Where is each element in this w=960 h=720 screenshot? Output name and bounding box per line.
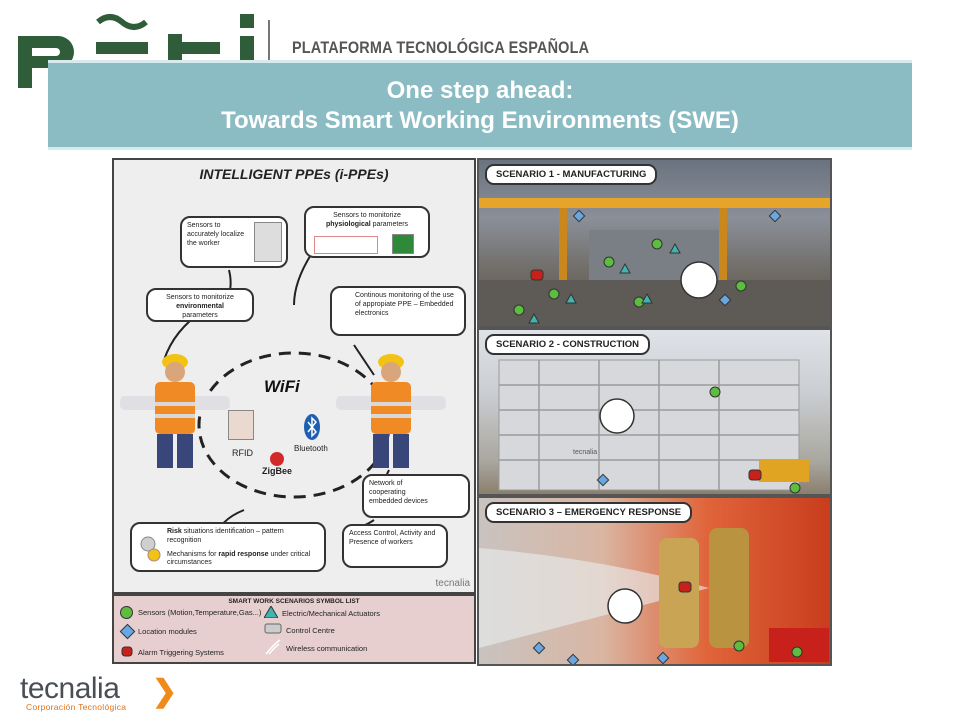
callout-access-text: Access Control, Activity and Presence of…: [349, 530, 436, 546]
panel-title: INTELLIGENT PPEs (i-PPEs): [199, 166, 389, 182]
rfid-label: RFID: [232, 448, 253, 458]
title-band: One step ahead: Towards Smart Working En…: [48, 60, 912, 150]
chip-thumbnail: [392, 234, 414, 254]
zigbee-icon: [270, 452, 284, 466]
legend-wireless: Wireless communication: [286, 644, 368, 653]
legend-location: Location modules: [138, 627, 197, 636]
callout-access-control: Access Control, Activity and Presence of…: [342, 524, 448, 568]
alarm-symbol-icon: [121, 646, 133, 657]
slide-title-line-2: Towards Smart Working Environments (SWE): [221, 107, 739, 134]
panel-brand: tecnalia: [435, 578, 470, 589]
callout-physio-pre: Sensors to monitorize: [333, 212, 401, 219]
callout-env-bold: environmental: [176, 302, 224, 310]
callout-mech-post: under critical circumstances: [167, 550, 311, 567]
logo-text: PLATAFORMA TECNOLÓGICA ESPAÑOLA: [292, 38, 590, 57]
gear-icon: [140, 536, 161, 562]
scenario-2-brand: tecnalia: [573, 449, 597, 456]
factory-scene: [479, 198, 830, 326]
control-centre-icon: [264, 623, 282, 634]
callout-env-post: parameters: [182, 311, 218, 319]
callout-network: Network of cooperating embedded devices: [362, 474, 470, 518]
legend-control: Control Centre: [286, 626, 335, 635]
intelligent-ppe-panel: INTELLIGENT PPEs (i-PPEs): [112, 158, 476, 594]
callout-localize: Sensors to accurately localize the worke…: [180, 216, 288, 268]
callout-env-pre: Sensors to monitorize: [166, 294, 234, 301]
callout-ppe-monitoring: Continous monitoring of the use of appro…: [330, 286, 466, 336]
callout-risk: Risk situations identification – pattern…: [130, 522, 326, 572]
worker-left-figure: [120, 354, 230, 468]
callout-risk-rest: situations identification – pattern reco…: [167, 528, 284, 544]
scenario-1-label: SCENARIO 1 - MANUFACTURING: [485, 164, 658, 185]
scenario-manufacturing-image: SCENARIO 1 - MANUFACTURING: [477, 158, 832, 328]
legend-actuators: Electric/Mechanical Actuators: [282, 609, 380, 618]
wifi-logo: WiFi: [264, 377, 300, 396]
bluetooth-label: Bluetooth: [294, 444, 328, 453]
callout-ppe-text: Continous monitoring of the use of appro…: [355, 292, 454, 317]
wireless-symbol-icon: [265, 639, 281, 655]
callout-physio-bold: physiological: [325, 220, 371, 228]
worker-right-figure: [336, 354, 446, 468]
tecnalia-logo: tecnalia: [20, 672, 120, 705]
bluetooth-icon: [304, 414, 320, 440]
legend-title: SMART WORK SCENARIOS SYMBOL LIST: [228, 598, 360, 605]
scenario-2-label: SCENARIO 2 - CONSTRUCTION: [485, 334, 651, 355]
tecnalia-tagline: Corporación Tecnológica: [26, 702, 127, 712]
emergency-scene: [479, 528, 829, 664]
legend-alarm: Alarm Triggering Systems: [138, 648, 224, 657]
callout-physio-post: parameters: [372, 220, 409, 228]
symbol-legend: SMART WORK SCENARIOS SYMBOL LIST Sensors…: [112, 594, 476, 664]
callout-localize-text: Sensors to accurately localize the worke…: [187, 222, 245, 247]
actuator-symbol-icon: [264, 606, 278, 618]
callout-mech-pre: Mechanisms for: [167, 550, 217, 558]
callout-mech-bold: rapid response: [218, 550, 269, 558]
construction-scene: tecnalia: [498, 359, 809, 494]
slide-title-line-1: One step ahead:: [386, 77, 574, 104]
rfid-tag-icon: [228, 410, 254, 440]
sensor-symbol-icon: [120, 606, 133, 619]
scenario-3-label: SCENARIO 3 – EMERGENCY RESPONSE: [485, 502, 693, 523]
zigbee-label: ZigBee: [262, 466, 293, 476]
scenario-construction-image: tecnalia SCENARIO 2 - CONSTRUCTION: [477, 328, 832, 496]
tecnalia-swoosh-icon: ❯: [152, 675, 178, 708]
legend-sensors: Sensors (Motion,Temperature,Gas...): [138, 608, 262, 617]
circuit-thumbnail: [254, 222, 282, 262]
location-symbol-icon: [119, 623, 136, 640]
scenario-emergency-image: SCENARIO 3 – EMERGENCY RESPONSE: [477, 496, 832, 666]
callout-risk-bold: Risk: [167, 528, 182, 535]
callout-network-text: Network of cooperating embedded devices: [369, 480, 428, 505]
logo-divider: [268, 20, 270, 60]
ecg-thumbnail: [314, 236, 378, 254]
